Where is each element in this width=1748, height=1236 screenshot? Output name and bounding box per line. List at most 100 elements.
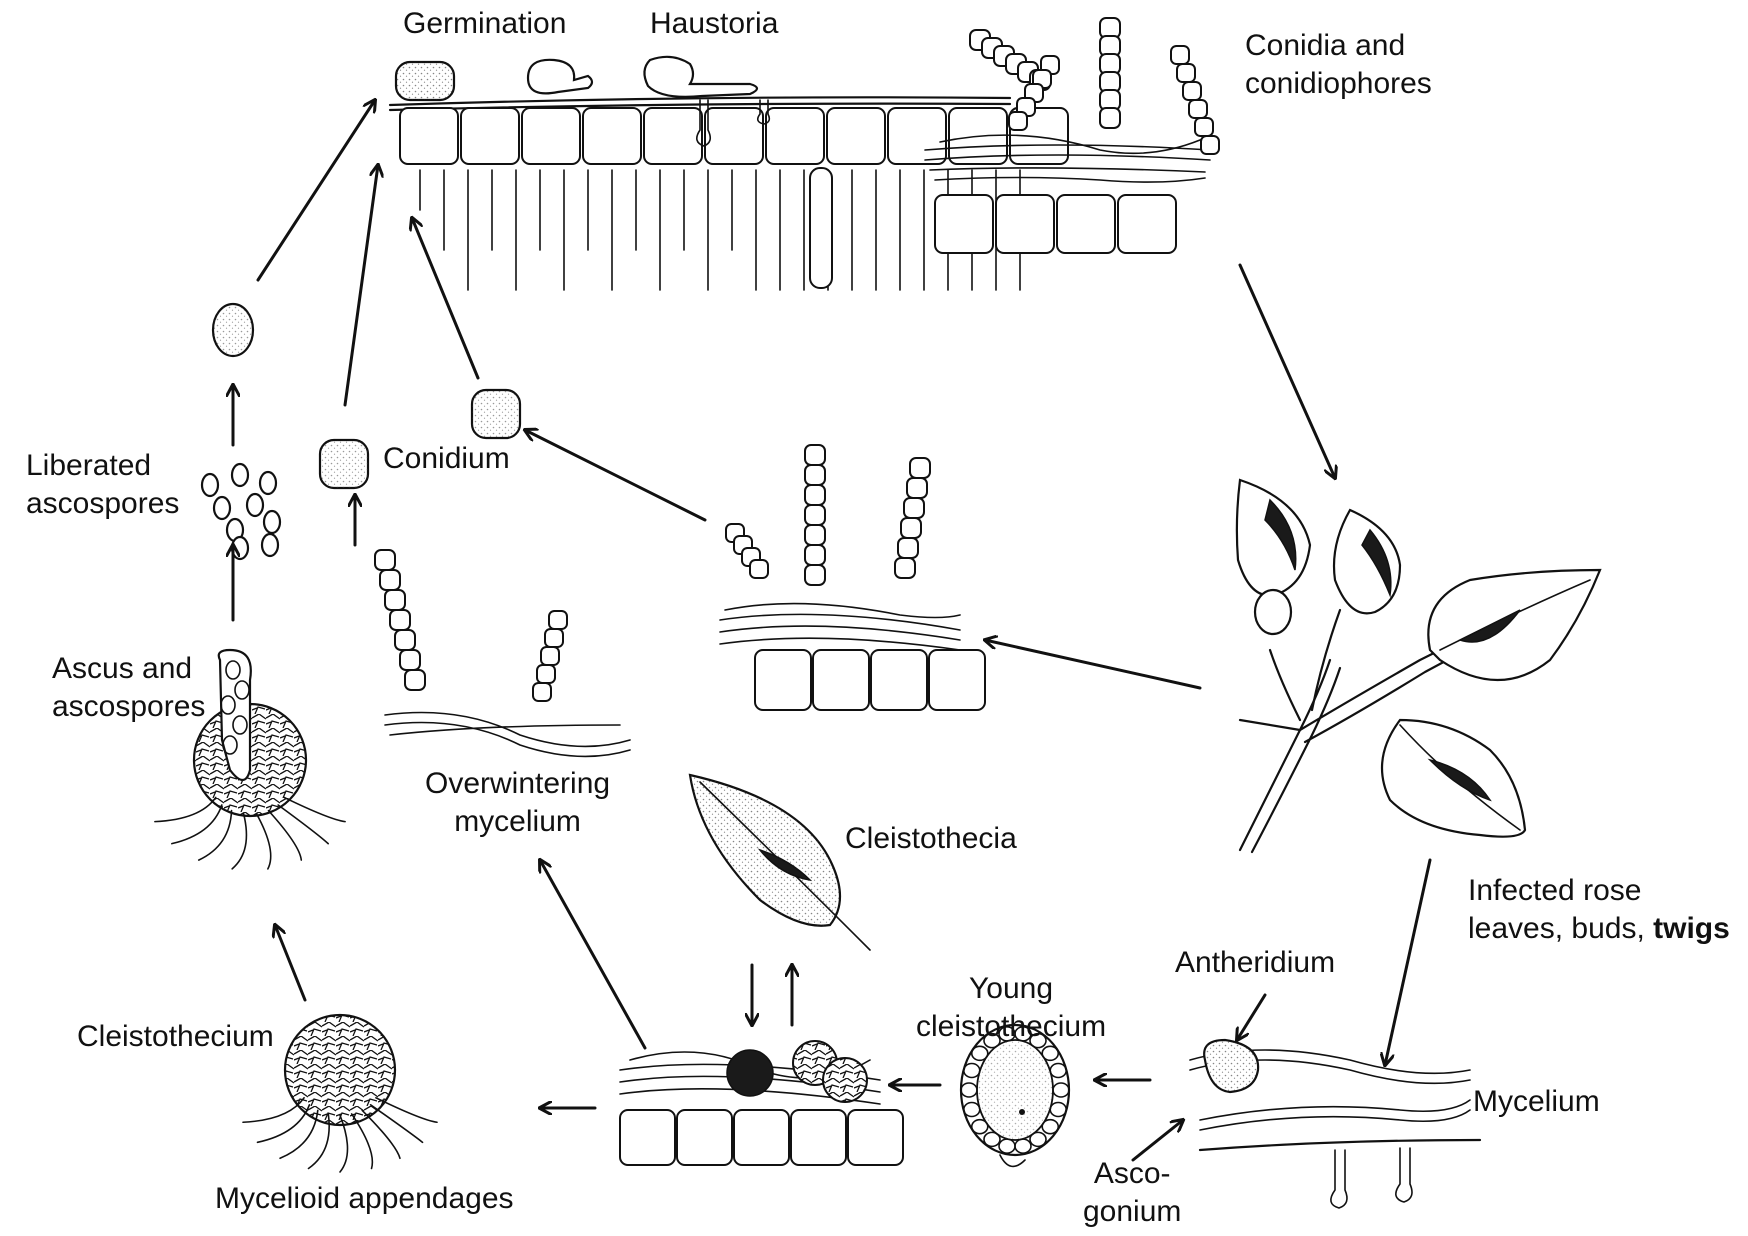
host-cell — [791, 1110, 846, 1165]
host-cell — [1118, 195, 1176, 253]
host-cell — [755, 650, 811, 710]
conidium — [1009, 112, 1027, 130]
label-mycelium: Mycelium — [1473, 1083, 1600, 1121]
conidium — [541, 647, 559, 665]
epidermis-cell — [583, 108, 641, 164]
young-cleistothecium-drawing — [961, 1025, 1069, 1166]
conidium — [1189, 100, 1207, 118]
label-overwintering-mycelium: Overwintering mycelium — [425, 765, 610, 841]
label-liberated-line1: Liberated — [26, 447, 179, 485]
host-cell — [620, 1110, 675, 1165]
label-ascus-line2: ascospores — [52, 688, 205, 726]
arrow-ascogonium — [1133, 1120, 1183, 1160]
conidium — [385, 590, 405, 610]
mycelioid-appendage — [172, 805, 222, 844]
conidium — [907, 478, 927, 498]
mycelioid-appendage — [278, 805, 328, 844]
conidium — [1201, 136, 1219, 154]
liberated-ascospore — [262, 534, 278, 556]
conidium — [910, 458, 930, 478]
label-cleistothecia: Cleistothecia — [845, 820, 1017, 858]
arrow-rose-to-mycelium — [1385, 860, 1430, 1065]
arrow-conidia-to-rose — [1240, 265, 1335, 478]
conidium — [400, 650, 420, 670]
arrow-conidium-to-germination — [345, 165, 378, 405]
mycelioid-appendage — [284, 797, 345, 821]
label-mycelioid-appendages: Mycelioid appendages — [215, 1180, 514, 1218]
conidium — [380, 570, 400, 590]
cleistothecia-leaf — [690, 775, 870, 950]
arrow-midconidio-to-conidium — [525, 430, 705, 520]
host-cell — [813, 650, 869, 710]
conidium — [1100, 108, 1120, 128]
conidium — [805, 565, 825, 585]
conidium — [395, 630, 415, 650]
epidermis-cell — [644, 108, 702, 164]
conidium — [390, 610, 410, 630]
label-infected-line2a: leaves, buds, — [1468, 912, 1653, 945]
label-young-line1: Young — [916, 970, 1106, 1008]
label-young-line2: cleistothecium — [916, 1008, 1106, 1046]
host-cell — [848, 1110, 903, 1165]
conidium — [537, 665, 555, 683]
label-ascus-and-ascospores: Ascus and ascospores — [52, 650, 205, 726]
conidium — [549, 611, 567, 629]
epidermis-cell — [400, 108, 458, 164]
conidium — [1177, 64, 1195, 82]
arrow-cleistothecium-to-ascus — [275, 925, 305, 1000]
label-conidia-line2: conidiophores — [1245, 65, 1432, 103]
haustorium-spore — [644, 57, 757, 97]
label-germination: Germination — [403, 5, 566, 43]
label-liberated-ascospores: Liberated ascospores — [26, 447, 179, 523]
infected-rose-shoot — [1237, 480, 1600, 852]
liberated-ascospore — [264, 511, 280, 533]
conidium — [750, 560, 768, 578]
mycelioid-appendage — [376, 1098, 437, 1122]
label-haustoria: Haustoria — [650, 5, 778, 43]
label-antheridium: Antheridium — [1175, 944, 1335, 982]
host-cell — [935, 195, 993, 253]
conidium — [545, 629, 563, 647]
label-asco-line1: Asco- — [1083, 1155, 1181, 1193]
leaf-cross-section-top — [390, 57, 1068, 290]
label-conidium: Conidium — [383, 440, 510, 478]
label-conidia-and-conidiophores: Conidia and conidiophores — [1245, 27, 1432, 103]
label-asco-line2: gonium — [1083, 1193, 1181, 1231]
arrow-antheridium — [1237, 995, 1265, 1040]
conidium — [805, 445, 825, 465]
liberated-ascospore — [214, 497, 230, 519]
liberated-ascospore — [232, 464, 248, 486]
mycelioid-appendage — [155, 797, 216, 821]
host-cell — [677, 1110, 732, 1165]
epidermis-cell — [461, 108, 519, 164]
conidium — [375, 550, 395, 570]
host-cell — [996, 195, 1054, 253]
mycelioid-appendage — [256, 814, 270, 869]
label-ascus-line1: Ascus and — [52, 650, 205, 688]
conidiophores-middle — [720, 445, 985, 710]
conidium — [805, 545, 825, 565]
arrow-rose-to-midconidio — [985, 640, 1200, 688]
conidium — [904, 498, 924, 518]
liberated-ascospore — [260, 472, 276, 494]
epidermis-cell — [827, 108, 885, 164]
label-overwintering-line2: mycelium — [425, 803, 610, 841]
arrow-ascospore-to-germination — [258, 100, 375, 280]
label-cleistothecium: Cleistothecium — [77, 1018, 274, 1056]
conidium — [1183, 82, 1201, 100]
label-conidia-line1: Conidia and — [1245, 27, 1432, 65]
germinating-spore-2 — [528, 60, 592, 94]
conidium — [533, 683, 551, 701]
epidermis-cell — [522, 108, 580, 164]
mycelium-with-sex-organs — [1190, 1040, 1480, 1208]
conidium — [805, 505, 825, 525]
conidium — [895, 558, 915, 578]
host-cell — [1057, 195, 1115, 253]
conidium — [1195, 118, 1213, 136]
conidium — [805, 485, 825, 505]
conidium — [805, 525, 825, 545]
palisade-cell — [810, 168, 832, 288]
epidermis-cell — [766, 108, 824, 164]
conidium — [405, 670, 425, 690]
